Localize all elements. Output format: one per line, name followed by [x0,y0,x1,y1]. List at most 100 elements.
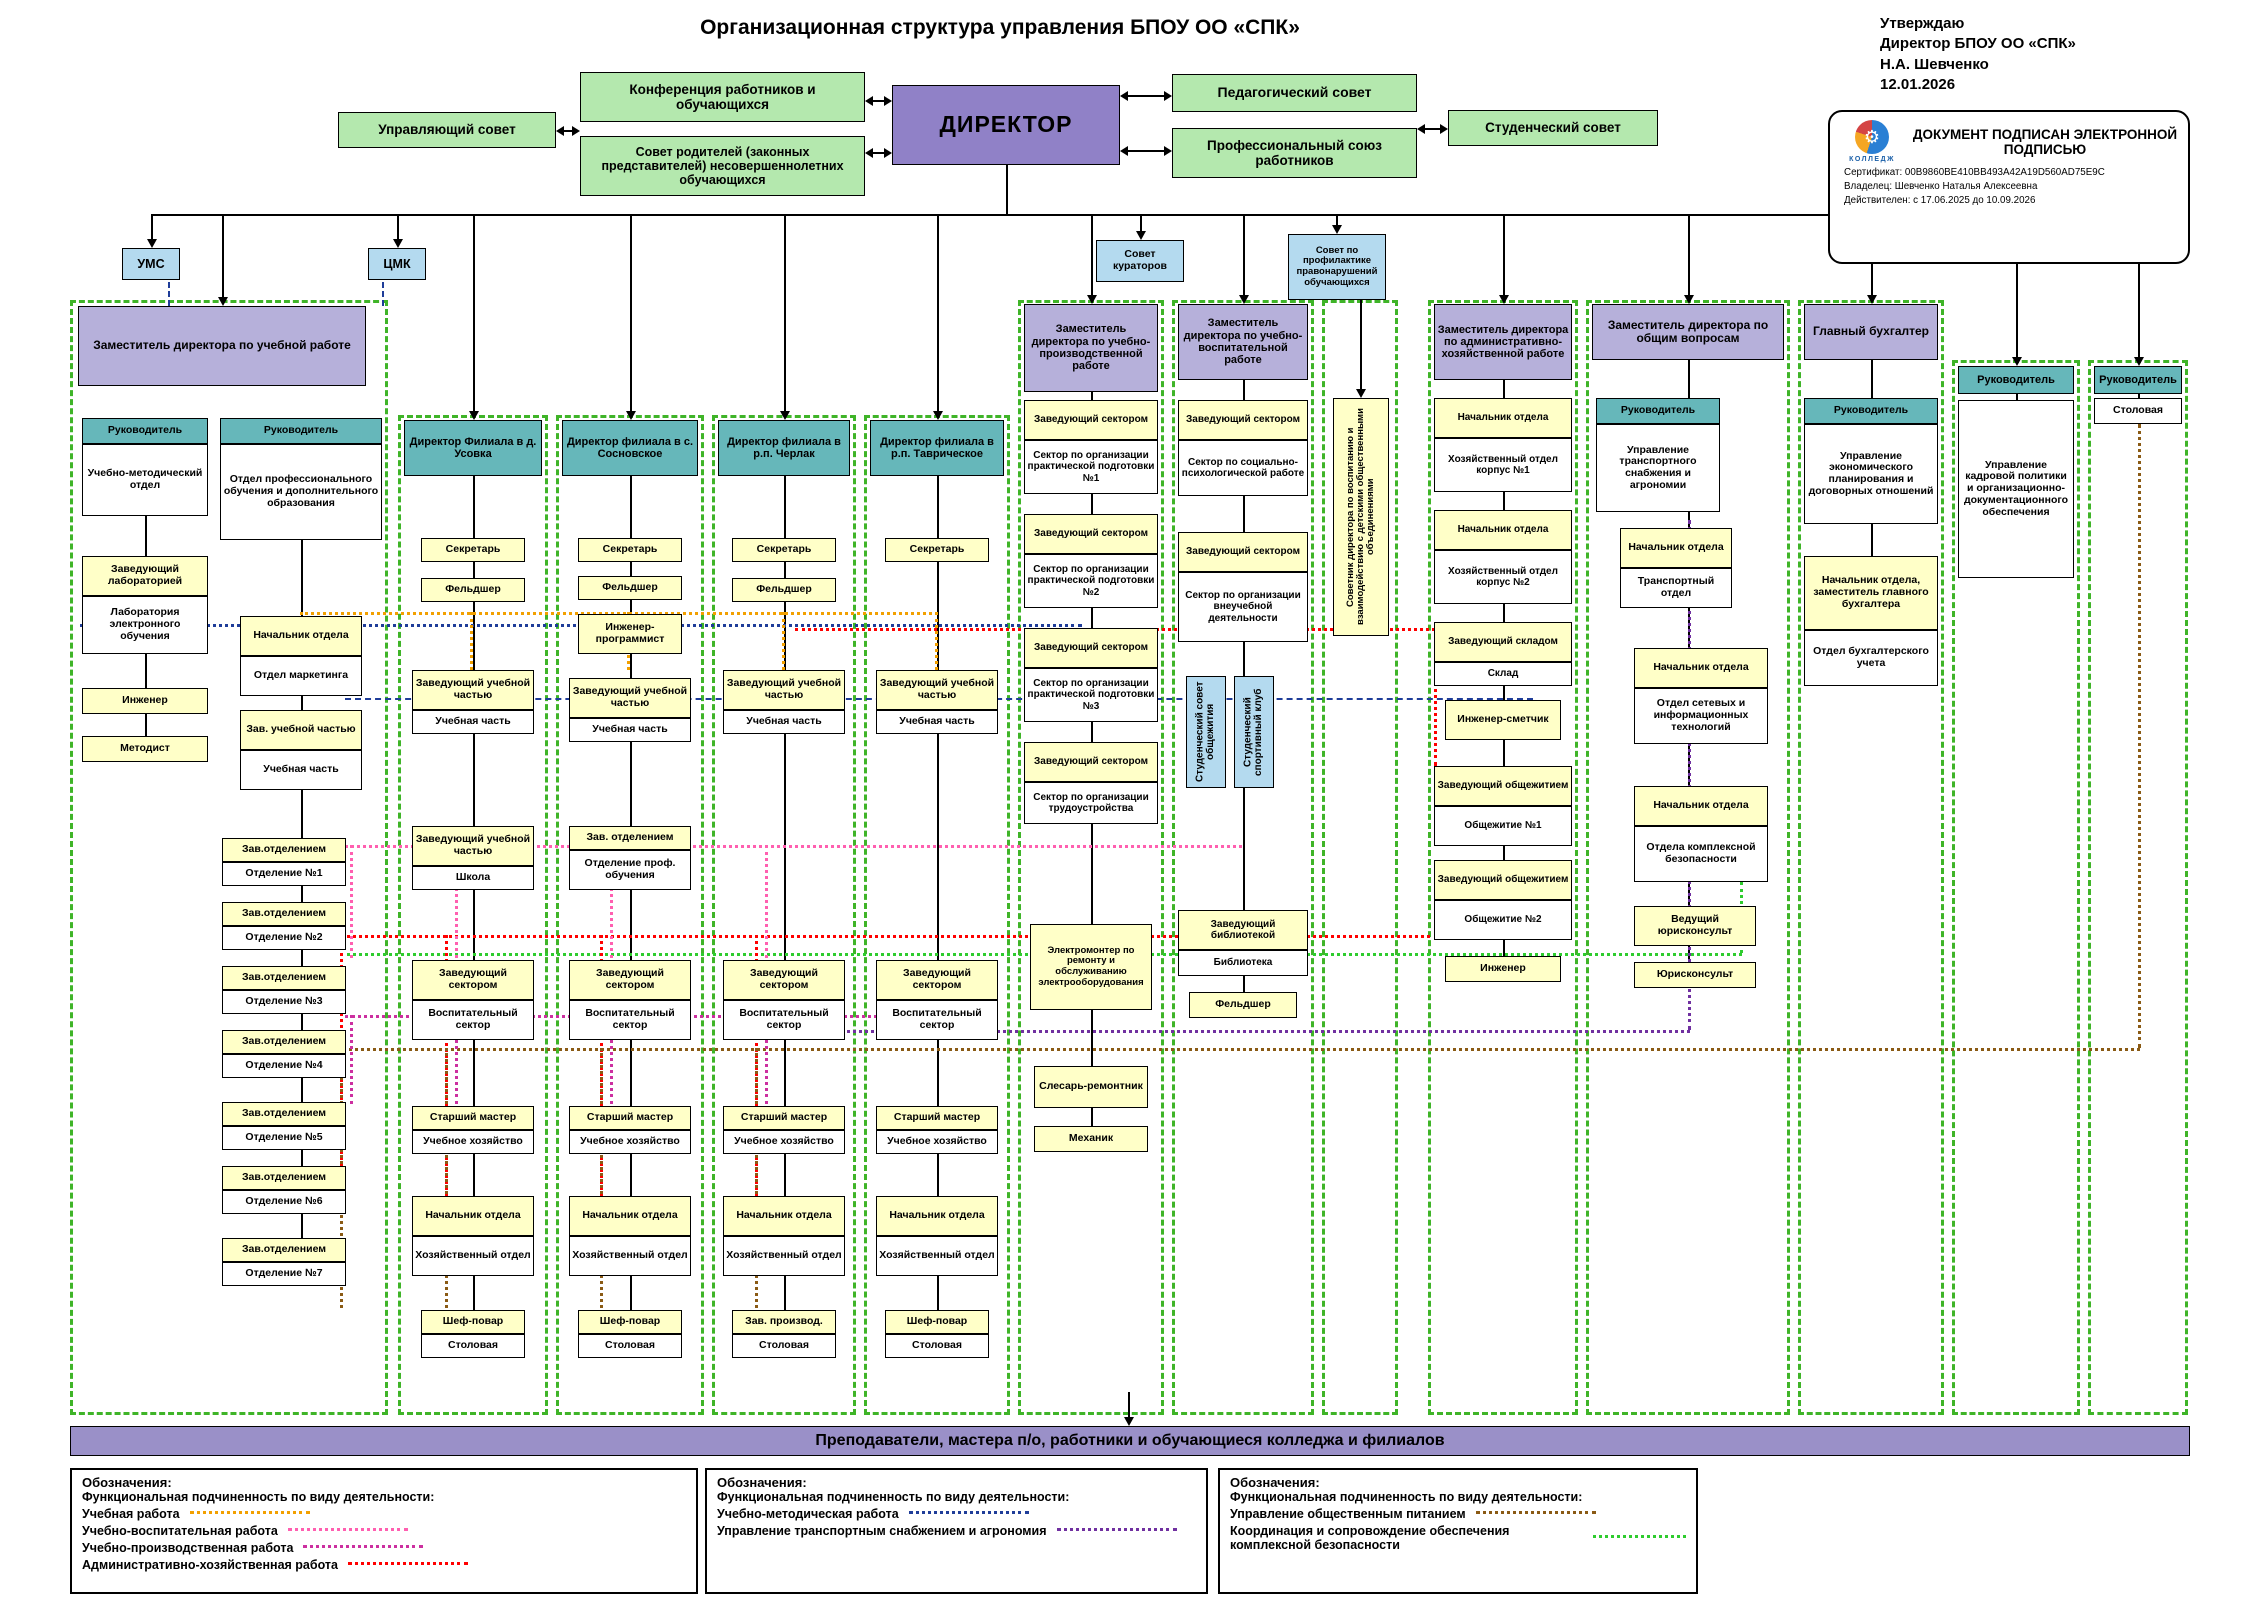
role-box: Столовая [2094,398,2182,424]
role-box: Секретарь [885,538,989,562]
flow-line [765,845,768,958]
flow-line [350,1015,353,1104]
department-header: Заместитель директора по административно… [1434,304,1572,380]
approval-block: Утверждаю Директор БПОУ ОО «СПК» Н.А. Ше… [1880,14,2180,95]
role-box: Зав. отделением [569,826,691,850]
flow-line [330,1048,2140,1051]
role-box: Зав.отделением [222,1238,346,1262]
gear-icon: ⚙ [1855,120,1889,154]
role-box: Заведующий сектором [1178,532,1308,572]
flow-line [445,1048,448,1308]
legend-label: Учебно-воспитательная работа [82,1524,278,1538]
role-box: Зав.отделением [222,1102,346,1126]
unit-box: Учебная часть [876,710,998,734]
legend-line-sample [348,1562,468,1565]
unit-box: Учебная часть [723,710,845,734]
unit-box: Столовая [732,1334,836,1358]
unit-box: Отделение №6 [222,1190,346,1214]
arrowhead-right [572,126,580,136]
legend-heading: Обозначения: [1230,1475,1320,1490]
legend-heading: Обозначения: [717,1475,807,1490]
unit-box: Хозяйственный отдел [876,1236,998,1276]
link-line [1424,128,1441,130]
curators-box: Совет кураторов [1096,240,1184,282]
flow-line [800,1030,1690,1033]
department-header: Руководитель [1958,366,2074,394]
unit-box: Отдел сетевых и информационных технологи… [1634,688,1768,744]
college-logo: ⚙ КОЛЛЕДЖ [1840,120,1904,163]
role-box: Фельдшер [1189,992,1297,1018]
role-box: Заведующий сектором [1024,742,1158,782]
link-line [1127,150,1165,152]
flow-line [300,612,938,615]
department-header: Главный бухгалтер [1804,304,1938,360]
arrowhead-down [147,239,157,248]
unit-box: Учебное хозяйство [412,1130,534,1154]
role-box: Руководитель [82,418,208,444]
role-box: Заведующий общежитием [1434,766,1572,806]
signature-header-row: ⚙ КОЛЛЕДЖ ДОКУМЕНТ ПОДПИСАН ЭЛЕКТРОННОЙ … [1840,120,2178,163]
cmk-box: ЦМК [368,248,426,280]
unit-box: Хозяйственный отдел [412,1236,534,1276]
unit-box: Столовая [885,1334,989,1358]
college-logo-text: КОЛЛЕДЖ [1849,156,1895,163]
link-line [872,152,885,154]
role-box: Фельдшер [732,578,836,602]
council-managing: Управляющий совет [338,112,556,148]
legend-item: Управление транспортным снабжением и агр… [717,1524,1196,1538]
connector-line [1243,214,1245,296]
role-box: Заведующий сектором [876,960,998,1000]
arrowhead-down [1867,295,1877,304]
unit-box: Хозяйственный отдел [569,1236,691,1276]
role-box: Механик [1034,1126,1148,1152]
role-box: Начальник отдела [1434,398,1572,438]
unit-box: Управление экономического планирования и… [1804,424,1938,524]
approval-line: Директор БПОУ ОО «СПК» [1880,35,2076,53]
role-box: Заведующий складом [1434,622,1572,662]
arrowhead-right [884,96,892,106]
flow-line [935,612,938,670]
arrowhead-left [556,126,564,136]
arrowhead-down [218,297,228,306]
role-box: Зав.отделением [222,966,346,990]
legend-line-sample [908,1511,1029,1514]
signature-heading: ДОКУМЕНТ ПОДПИСАН ЭЛЕКТРОННОЙ ПОДПИСЬЮ [1912,126,2178,157]
arrowhead-left [1417,124,1425,134]
department-header: Заместитель директора по учебно-производ… [1024,304,1158,392]
role-box: Старший мастер [876,1106,998,1130]
column-spine [473,476,475,1312]
unit-box: Отдел бухгалтерского учета [1804,630,1938,686]
flow-line [600,1048,603,1308]
legend-item: Учебная работа [82,1507,686,1521]
role-box: Советник директора по воспитанию и взаим… [1333,398,1389,636]
unit-box: Учебное хозяйство [876,1130,998,1154]
column-spine [301,540,303,1240]
flow-line [455,845,458,958]
arrowhead-down [1239,295,1249,304]
department-header: Руководитель [2094,366,2182,394]
connector-line [1128,1392,1130,1418]
unit-box: Хозяйственный отдел корпус №1 [1434,438,1572,492]
legend-functional-3: Обозначения:Функциональная подчиненность… [1218,1468,1698,1594]
role-box: Начальник отдела [1634,648,1768,688]
flow-line [610,845,613,958]
role-box: Заведующий лабораторией [82,556,208,596]
flow-line [168,282,170,306]
legend-label: Учебно-производственная работа [82,1541,294,1555]
council-pedagogical: Педагогический совет [1172,74,1417,112]
approval-line: Н.А. Шевченко [1880,55,1989,73]
role-box: Секретарь [421,538,525,562]
arrowhead-down [626,411,636,420]
council-union: Профессиональный союз работников [1172,128,1417,178]
role-box: Старший мастер [569,1106,691,1130]
legend-line-sample [287,1528,408,1531]
column-spine [2138,394,2140,400]
role-box: Заведующий сектором [723,960,845,1000]
role-box: Шеф-повар [421,1310,525,1334]
legend-subheading: Функциональная подчиненность по виду дея… [82,1490,435,1504]
connector-line [1140,214,1142,232]
unit-box: Учебная часть [240,750,362,790]
arrowhead-right [1440,124,1448,134]
unit-box: Сектор по организации внеучебной деятель… [1178,572,1308,642]
role-box: Начальник отдела [1434,510,1572,550]
